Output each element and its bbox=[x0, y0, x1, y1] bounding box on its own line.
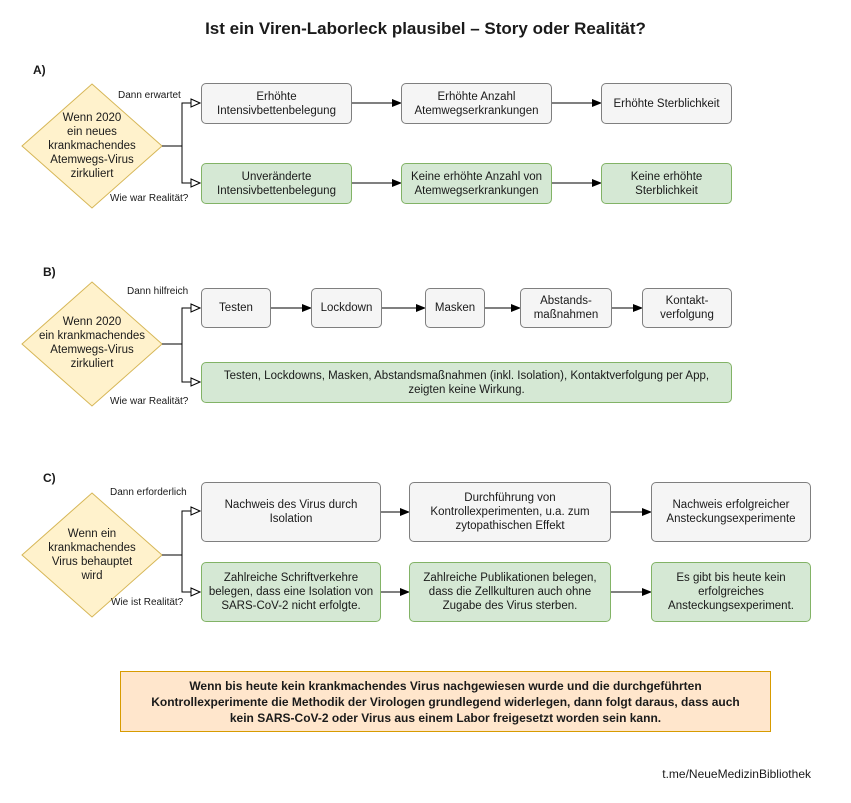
branch-label-reality-a: Wie war Realität? bbox=[110, 193, 189, 204]
conclusion-box: Wenn bis heute kein krankmachendes Virus… bbox=[120, 671, 771, 732]
expected-box: Erhöhte Intensivbettenbelegung bbox=[201, 83, 352, 124]
branch-label-reality-c: Wie ist Realität? bbox=[111, 597, 184, 608]
reality-box: Zahlreiche Publikationen belegen, dass d… bbox=[409, 562, 611, 622]
expected-box: Lockdown bbox=[311, 288, 382, 328]
expected-box: Nachweis erfolgreicher Ansteckungsexperi… bbox=[651, 482, 811, 542]
expected-box: Masken bbox=[425, 288, 485, 328]
decision-text-c: Wenn ein krankmachendes Virus behauptet … bbox=[48, 528, 136, 582]
expected-box: Nachweis des Virus durch Isolation bbox=[201, 482, 381, 542]
reality-box: Keine erhöhte Sterblichkeit bbox=[601, 163, 732, 204]
decision-diamond-c bbox=[21, 492, 163, 618]
reality-box: Testen, Lockdowns, Masken, Abstandsmaßna… bbox=[201, 362, 732, 403]
expected-box: Erhöhte Anzahl Atemwegserkrankungen bbox=[401, 83, 552, 124]
reality-box: Keine erhöhte Anzahl von Atemwegserkrank… bbox=[401, 163, 552, 204]
expected-box: Abstands- maßnahmen bbox=[520, 288, 612, 328]
reality-box: Es gibt bis heute kein erfolgreiches Ans… bbox=[651, 562, 811, 622]
decision-diamond-b bbox=[21, 281, 163, 407]
page-title: Ist ein Viren-Laborleck plausibel – Stor… bbox=[205, 19, 646, 38]
decision-text-a: Wenn 2020 ein neues krankmachendes Atemw… bbox=[48, 112, 136, 180]
expected-box: Erhöhte Sterblichkeit bbox=[601, 83, 732, 124]
section-label-b: B) bbox=[43, 265, 56, 279]
branch-label-expected-b: Dann hilfreich bbox=[127, 286, 189, 297]
branch-label-reality-b: Wie war Realität? bbox=[110, 396, 189, 407]
expected-box: Testen bbox=[201, 288, 271, 328]
branch-label-expected-a: Dann erwartet bbox=[118, 90, 181, 101]
section-label-c: C) bbox=[43, 471, 56, 485]
decision-text-b: Wenn 2020 ein krankmachendes Atemwegs-Vi… bbox=[38, 316, 146, 370]
source-credit: t.me/NeueMedizinBibliothek bbox=[662, 767, 811, 781]
reality-box: Zahlreiche Schriftverkehre belegen, dass… bbox=[201, 562, 381, 622]
branch-label-expected-c: Dann erforderlich bbox=[110, 487, 187, 498]
decision-diamond-a bbox=[21, 83, 163, 209]
reality-box: Unveränderte Intensivbettenbelegung bbox=[201, 163, 352, 204]
expected-box: Durchführung von Kontrollexperimenten, u… bbox=[409, 482, 611, 542]
expected-box: Kontakt- verfolgung bbox=[642, 288, 732, 328]
section-label-a: A) bbox=[33, 63, 46, 77]
